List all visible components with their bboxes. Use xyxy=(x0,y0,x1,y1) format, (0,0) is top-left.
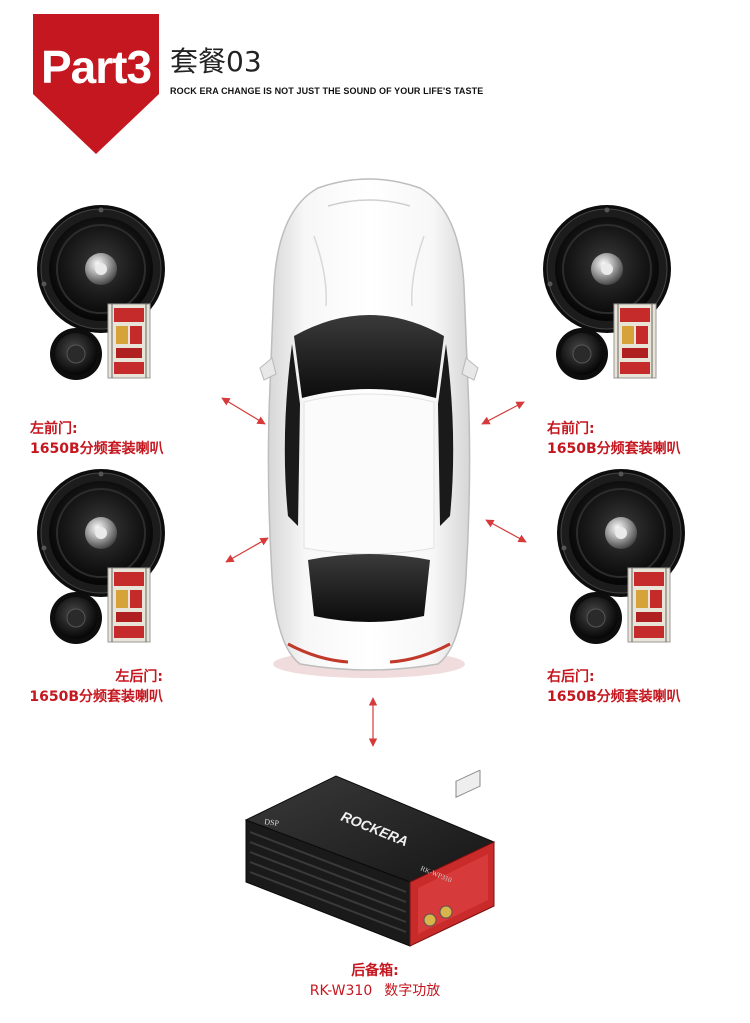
package-title: 套餐03 xyxy=(170,45,262,78)
slogan: ROCK ERA CHANGE IS NOT JUST THE SOUND OF… xyxy=(170,86,484,96)
rear-left-position: 左后门: xyxy=(115,669,163,685)
amplifier-model: RK-W310 xyxy=(309,983,373,999)
front-left-position: 左前门: xyxy=(30,421,78,437)
front-right-label: 右前门: 1650B分频套装喇叭 xyxy=(547,419,681,459)
amplifier-image: DSP ROCKERA RK-WP310 xyxy=(244,770,496,947)
rear-right-product: 1650B分频套装喇叭 xyxy=(547,689,681,705)
part-badge xyxy=(33,14,159,154)
front-left-label: 左前门: 1650B分频套装喇叭 xyxy=(30,419,164,459)
amplifier-description: 数字功放 xyxy=(384,983,441,999)
amplifier-position: 后备箱: xyxy=(351,963,399,979)
amplifier-label: 后备箱: RK-W310 数字功放 xyxy=(0,961,750,1001)
rear-right-position: 右后门: xyxy=(547,669,595,685)
rear-left-label: 左后门: 1650B分频套装喇叭 xyxy=(20,667,163,707)
front-right-position: 右前门: xyxy=(547,421,595,437)
amp-panel-label: DSP xyxy=(264,817,280,828)
rear-right-label: 右后门: 1650B分频套装喇叭 xyxy=(547,667,681,707)
part-label: Part3 xyxy=(40,41,152,93)
car-top-view xyxy=(259,178,479,678)
front-right-product: 1650B分频套装喇叭 xyxy=(547,441,681,457)
front-left-product: 1650B分频套装喇叭 xyxy=(30,441,164,457)
rear-left-product: 1650B分频套装喇叭 xyxy=(29,689,163,705)
